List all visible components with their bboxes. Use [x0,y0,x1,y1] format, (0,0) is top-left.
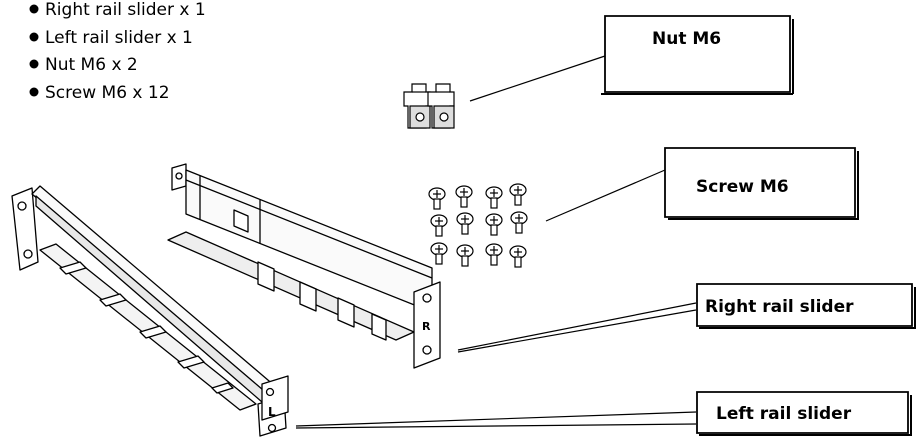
screw-icon [455,185,473,208]
bullet-icon [29,32,39,42]
bullet-icon [29,59,39,69]
nut-icon [427,83,455,129]
parts-list: Right rail slider x 1 Left rail slider x… [29,0,206,103]
callout-label-screw: Screw M6 [696,177,789,197]
right-rail-slider-illustration: R [167,163,441,369]
parts-list-item: Left rail slider x 1 [45,28,193,48]
screw-icon [430,214,448,237]
left-rail-slider-illustration: L [11,185,289,437]
callout-label-right-rail: Right rail slider [705,297,854,317]
screw-icon [485,243,503,266]
callout-screw: Screw M6 [545,147,859,222]
callout-label-nut: Nut M6 [652,29,721,49]
screw-icon [485,186,503,209]
callout-right-rail: Right rail slider [457,283,916,353]
screw-icon [509,245,527,268]
screw-icon [430,242,448,265]
bullet-icon [29,87,39,97]
screw-icon [485,213,503,236]
screw-icon [456,212,474,235]
screw-icon [509,183,527,206]
callout-left-rail: Left rail slider [295,391,912,436]
parts-list-item: Screw M6 x 12 [45,83,170,103]
callout-nut: Nut M6 [469,15,794,102]
screw-icon [428,187,446,210]
screw-icon [456,244,474,267]
nut-m6-illustration [403,83,455,129]
rail-mark-l: L [268,405,276,419]
rail-mark-r: R [422,320,431,333]
callout-label-left-rail: Left rail slider [716,404,852,424]
bullet-icon [29,4,39,14]
screw-icon [510,211,528,234]
parts-list-item: Right rail slider x 1 [45,0,206,20]
parts-list-item: Nut M6 x 2 [45,55,138,75]
nut-icon [403,83,431,129]
screw-m6-illustration [428,183,528,268]
